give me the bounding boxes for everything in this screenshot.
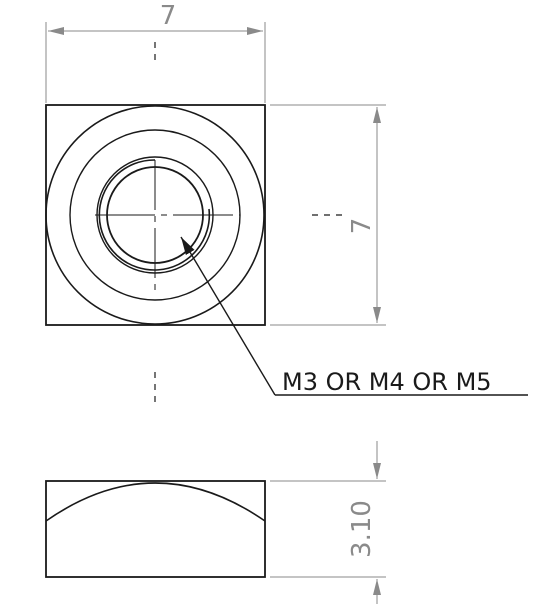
top-view — [45, 42, 342, 402]
leader-line — [180, 236, 276, 396]
dimension-top-width: 7 — [45, 1, 266, 103]
side-view-outline — [45, 480, 266, 578]
thread-arc — [98, 159, 211, 271]
chamfer-curve — [45, 482, 266, 522]
callout-text: M3 OR M4 OR M5 — [282, 368, 492, 396]
side-view — [45, 480, 266, 578]
dimension-text-right-height: 7 — [347, 218, 377, 235]
dimension-right-height: 7 — [270, 104, 386, 326]
callout: M3 OR M4 OR M5 — [180, 236, 528, 396]
chamfer-circle-outer — [45, 105, 265, 325]
dimension-text-top-width: 7 — [160, 1, 177, 31]
dimension-text-side-thickness: 3.10 — [347, 500, 377, 558]
dimension-side-thickness: 3.10 — [270, 441, 386, 604]
